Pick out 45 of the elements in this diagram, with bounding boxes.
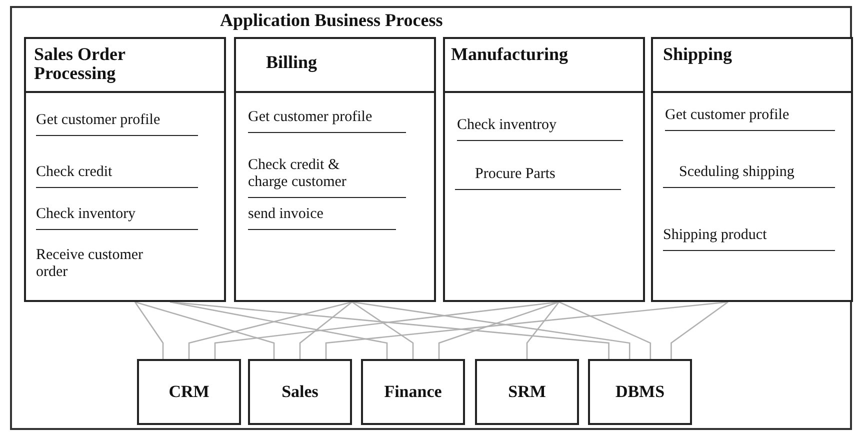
system-label: SRM	[508, 382, 546, 402]
process-step: Get customer profile	[248, 109, 406, 133]
connector-line	[170, 301, 610, 359]
process-step: Check credit & charge customer	[248, 157, 406, 198]
connector-line	[134, 302, 164, 359]
connector-line	[558, 301, 652, 359]
connector-line	[170, 301, 388, 359]
system-box	[248, 359, 352, 425]
column-header: Billing	[236, 39, 434, 93]
process-step: Procure Parts	[455, 166, 621, 190]
process-step: Get customer profile	[36, 112, 198, 136]
process-step: Check inventroy	[457, 117, 623, 141]
process-step: Sceduling shipping	[663, 164, 835, 188]
connector-line	[325, 301, 728, 359]
system-box	[137, 359, 241, 425]
system-box	[361, 359, 465, 425]
connector-line	[670, 301, 728, 359]
column-header: Manufacturing	[445, 39, 643, 93]
system-label: CRM	[168, 382, 210, 402]
process-step: Check credit	[36, 164, 198, 188]
system-label: Finance	[384, 382, 442, 402]
process-column	[443, 37, 645, 302]
connector-line	[134, 301, 275, 359]
system-label: Sales	[282, 382, 318, 402]
group-heading: Application Business Process	[220, 10, 443, 31]
process-column	[234, 37, 436, 302]
process-column	[651, 37, 853, 302]
system-box	[588, 359, 692, 425]
process-step: Check inventory	[36, 206, 198, 230]
process-step: Shipping product	[663, 227, 835, 251]
column-header: Shipping	[653, 39, 851, 93]
connector-line	[352, 301, 630, 359]
connector-line	[299, 301, 352, 359]
frame-border	[10, 6, 852, 430]
process-step: Get customer profile	[665, 107, 835, 131]
process-column	[24, 37, 226, 302]
system-label: DBMS	[615, 382, 665, 402]
process-step: Receive customer order	[36, 247, 198, 287]
connector-line	[188, 301, 352, 359]
connector-line	[438, 301, 560, 359]
system-box	[475, 359, 579, 425]
process-step: send invoice	[248, 206, 396, 230]
connector-line	[352, 301, 414, 359]
connector-line	[526, 302, 560, 359]
column-header: Sales Order Processing	[26, 39, 224, 93]
